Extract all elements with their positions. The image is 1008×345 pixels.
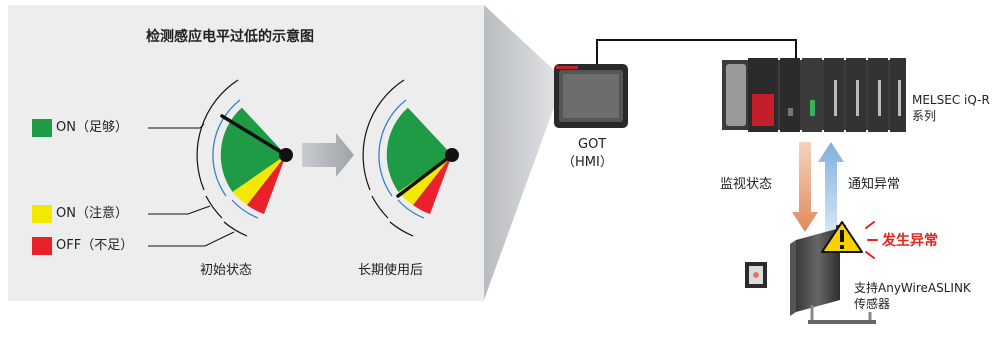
gauge-aged-yellow-zone [398,155,452,205]
plc-label: MELSEC iQ-R [912,93,990,107]
gauge-aged [362,79,459,237]
gauge-aged-label: 长期使用后 [358,263,424,278]
monitor-status-label: 监视状态 [720,177,773,192]
got-hmi-device [554,64,628,128]
legend-swatch-yellow [32,205,52,223]
plc-sublabel: 系列 [912,109,937,123]
gauge-aged-green-zone [386,107,452,192]
leader-line-red [148,231,235,247]
gauge-initial-red-zone [247,155,286,214]
warning-icon [821,221,863,253]
legend-swatch-red [32,237,52,255]
notify-error-label: 通知异常 [848,177,901,192]
sensor-label: 支持AnyWireASLINK [854,281,971,295]
got-sublabel: （HMI） [562,155,613,170]
legend-swatch-green [32,119,52,137]
zoom-beam [484,5,556,300]
got-label: GOT [578,137,607,152]
reflector-target [745,262,767,288]
alert-burst-icon [865,221,878,259]
panel-title: 检测感应电平过低的示意图 [146,29,314,45]
gauge-initial-yellow-zone [232,155,286,205]
gauge-initial-hub [279,148,293,162]
leader-line-yellow [148,205,211,215]
legend-label-red: OFF（不足） [56,238,134,253]
gauge-aged-hub [445,148,459,162]
monitor-arrow-down [792,142,818,232]
plc-rack [722,58,906,132]
legend-label-green: ON（足够） [56,120,128,135]
gauge-aged-red-zone [413,155,452,214]
gauge-initial [196,79,293,237]
legend-label-yellow: ON（注意） [56,206,128,221]
gauge-initial-label: 初始状态 [200,263,253,278]
network-cable [596,39,797,66]
alert-label: 发生异常 [882,233,938,249]
transition-arrow [302,133,354,177]
sensor-sublabel: 传感器 [854,297,891,311]
notify-arrow-up [818,142,844,232]
gauge-initial-green-zone [220,107,286,192]
